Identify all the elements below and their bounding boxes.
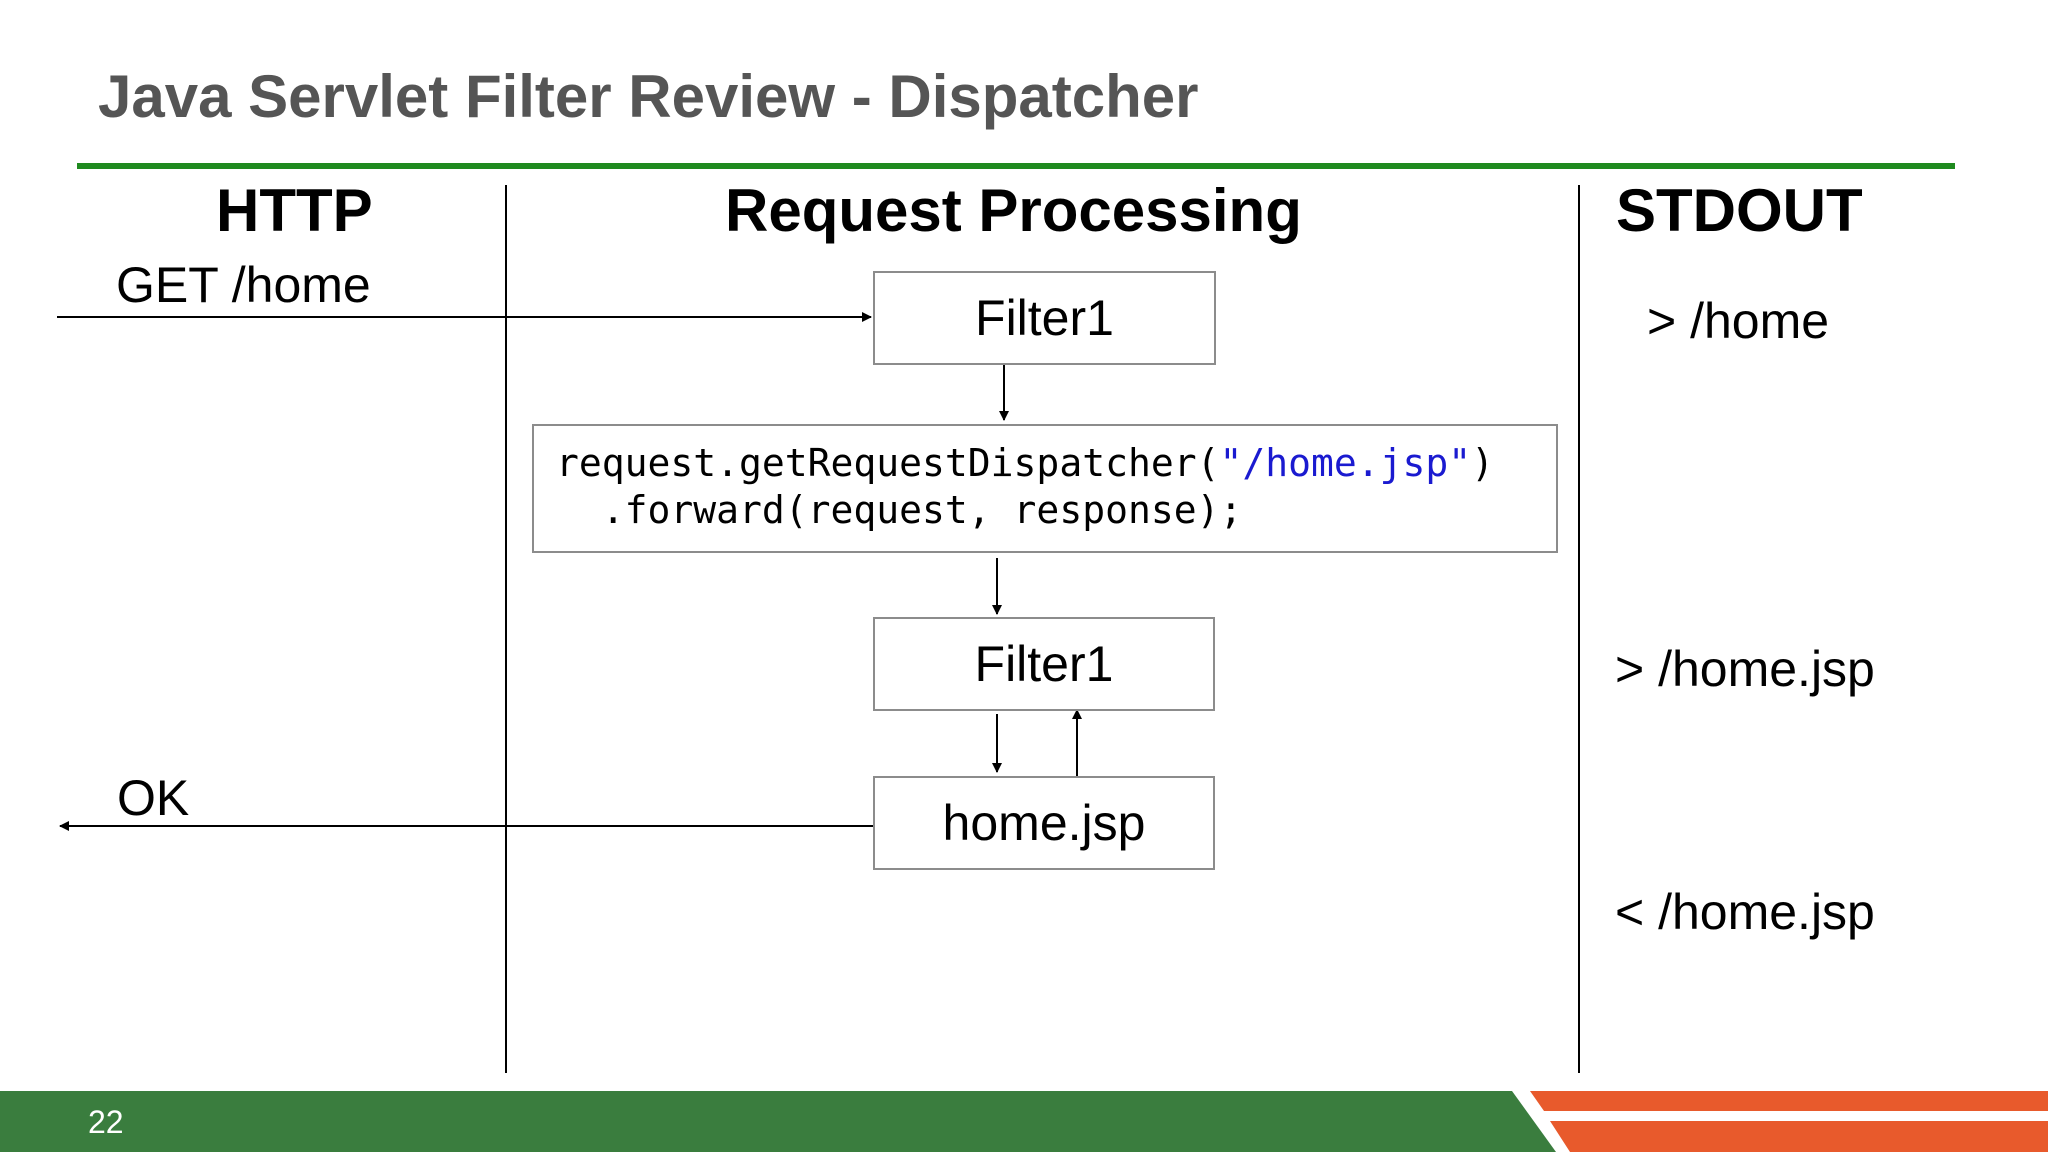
http-request-label: GET /home: [116, 257, 371, 313]
code-line1-prefix: request.getRequestDispatcher(: [556, 441, 1220, 485]
column-header-request-processing: Request Processing: [725, 177, 1302, 244]
code-line2: .forward(request, response);: [556, 488, 1243, 532]
code-line1-suffix: ): [1471, 441, 1495, 485]
home-jsp-label: home.jsp: [942, 795, 1146, 851]
dispatcher-code-box: request.getRequestDispatcher("/home.jsp"…: [532, 424, 1558, 553]
column-header-http: HTTP: [216, 177, 373, 244]
page-number: 22: [88, 1104, 124, 1140]
column-header-stdout: STDOUT: [1616, 177, 1863, 244]
http-response-label: OK: [117, 770, 190, 826]
stdout-line-3: < /home.jsp: [1615, 884, 1875, 940]
slide-title: Java Servlet Filter Review - Dispatcher: [98, 63, 1199, 130]
footer-orange-stripe-top: [1530, 1091, 2048, 1111]
stdout-line-1: > /home: [1647, 293, 1830, 349]
filter1-box-second: Filter1: [873, 617, 1215, 711]
home-jsp-box: home.jsp: [873, 776, 1215, 870]
filter1-label-first: Filter1: [975, 290, 1114, 346]
stdout-line-2: > /home.jsp: [1615, 641, 1875, 697]
code-line1-string: "/home.jsp": [1219, 441, 1472, 485]
filter1-box-first: Filter1: [873, 271, 1216, 365]
column-divider-right: [1578, 185, 1580, 1073]
column-divider-left: [505, 185, 507, 1073]
filter1-label-second: Filter1: [974, 636, 1114, 692]
title-underline: [77, 163, 1955, 169]
footer-band: [0, 1091, 2048, 1152]
footer-orange-stripe-bottom: [1550, 1121, 2048, 1152]
